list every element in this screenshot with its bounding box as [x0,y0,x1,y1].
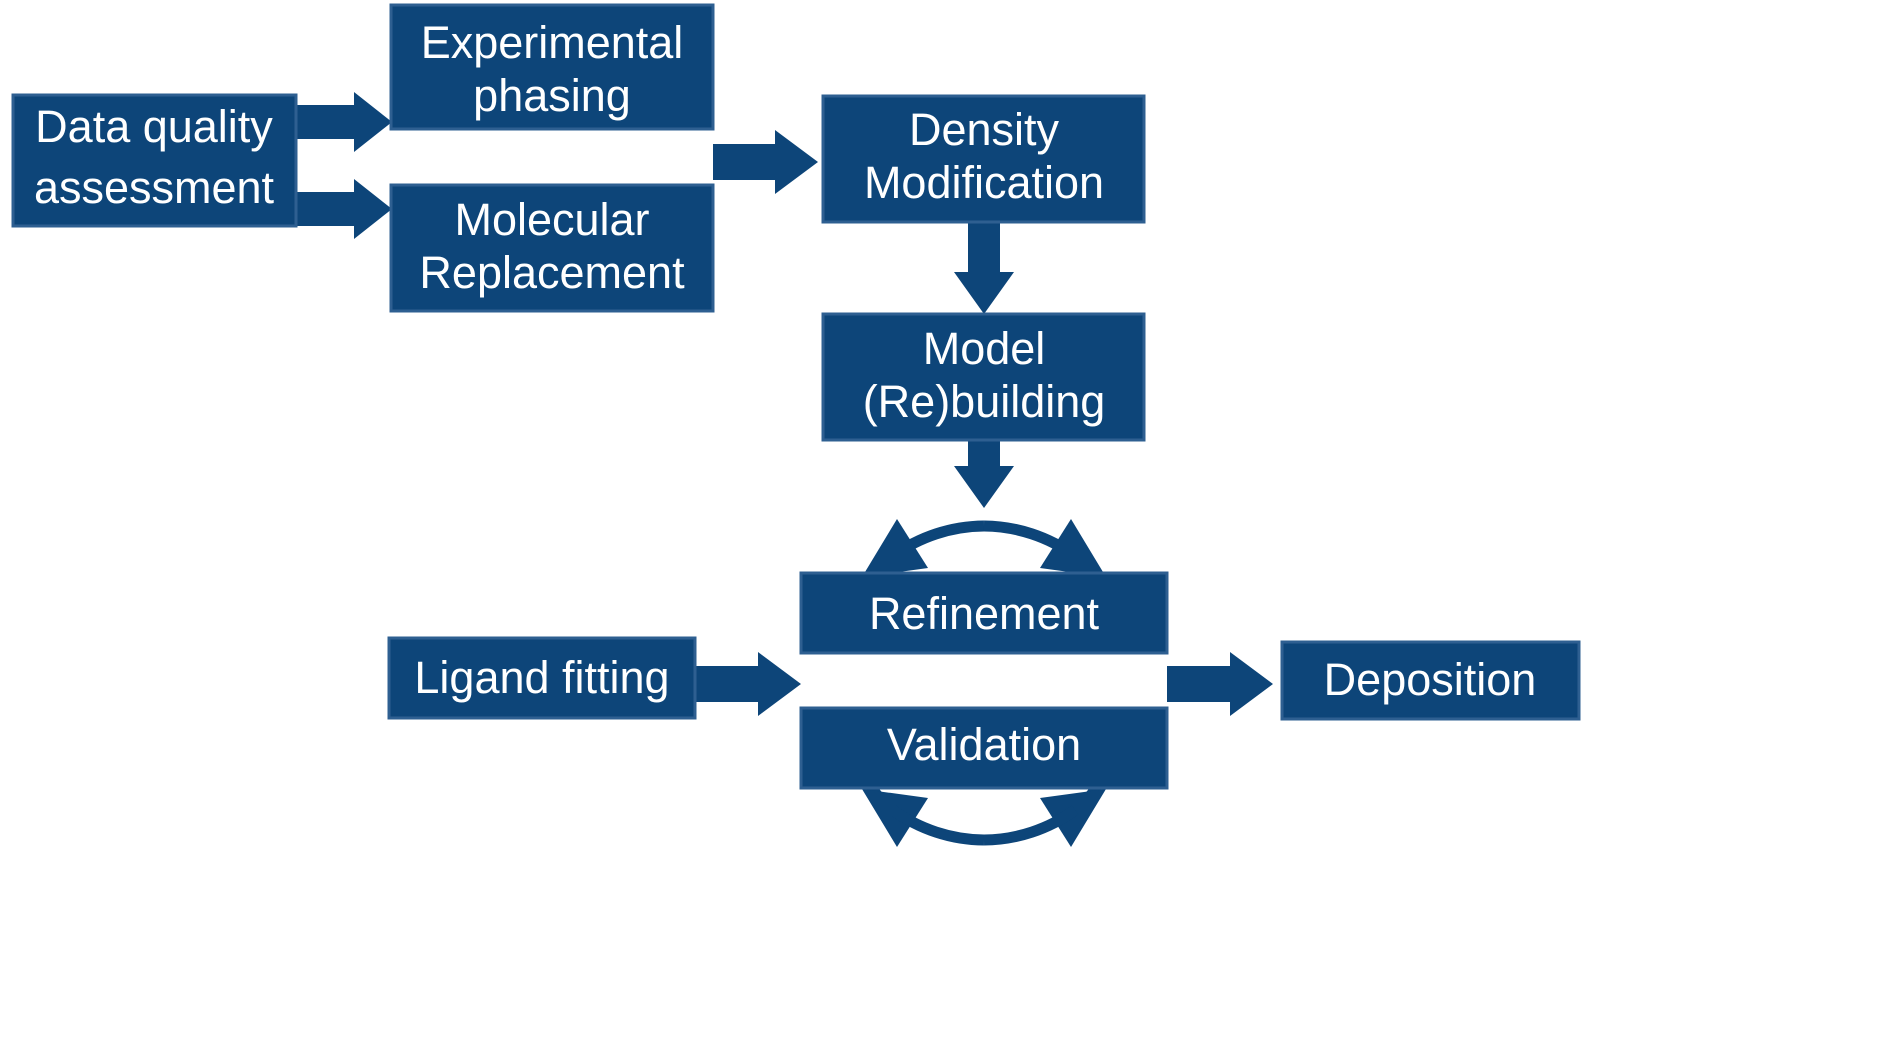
node-label-validation: Validation [887,719,1081,770]
edge-cycle-to-deposition [1167,652,1273,716]
node-ligand-fitting[interactable]: Ligand fitting [387,636,697,720]
node-label-data-quality-line1: Data quality [35,101,273,152]
node-label-data-quality-line2: assessment [34,162,275,213]
node-label-density-modification-line2: Modification [864,157,1104,208]
node-label-deposition: Deposition [1324,654,1537,705]
node-label-model-rebuilding-line2: (Re)building [863,376,1106,427]
edge-data-quality-to-molecular-replacement [296,179,392,239]
node-label-refinement: Refinement [869,588,1100,639]
node-data-quality-assessment[interactable]: Data quality assessment [11,93,298,228]
edge-ligand-fitting-to-cycle [695,652,801,716]
node-label-model-rebuilding-line1: Model [923,323,1046,374]
node-validation[interactable]: Validation [799,706,1169,790]
node-molecular-replacement[interactable]: Molecular Replacement [389,183,715,313]
node-label-ligand-fitting: Ligand fitting [414,652,669,703]
edge-density-modification-to-model-rebuilding [954,222,1014,314]
edge-phasing-group-to-density-modification [713,130,818,194]
node-label-experimental-phasing-line2: phasing [473,70,631,121]
node-density-modification[interactable]: Density Modification [821,94,1146,224]
node-label-molecular-replacement-line2: Replacement [419,247,685,298]
edge-data-quality-to-experimental-phasing [296,92,392,152]
edge-model-rebuilding-to-cycle [954,440,1014,508]
node-refinement[interactable]: Refinement [799,571,1169,655]
node-label-density-modification-line1: Density [909,104,1060,155]
node-experimental-phasing[interactable]: Experimental phasing [389,3,715,131]
node-model-rebuilding[interactable]: Model (Re)building [821,312,1146,442]
node-label-experimental-phasing-line1: Experimental [421,17,684,68]
node-deposition[interactable]: Deposition [1280,640,1581,721]
node-label-molecular-replacement-line1: Molecular [454,194,649,245]
